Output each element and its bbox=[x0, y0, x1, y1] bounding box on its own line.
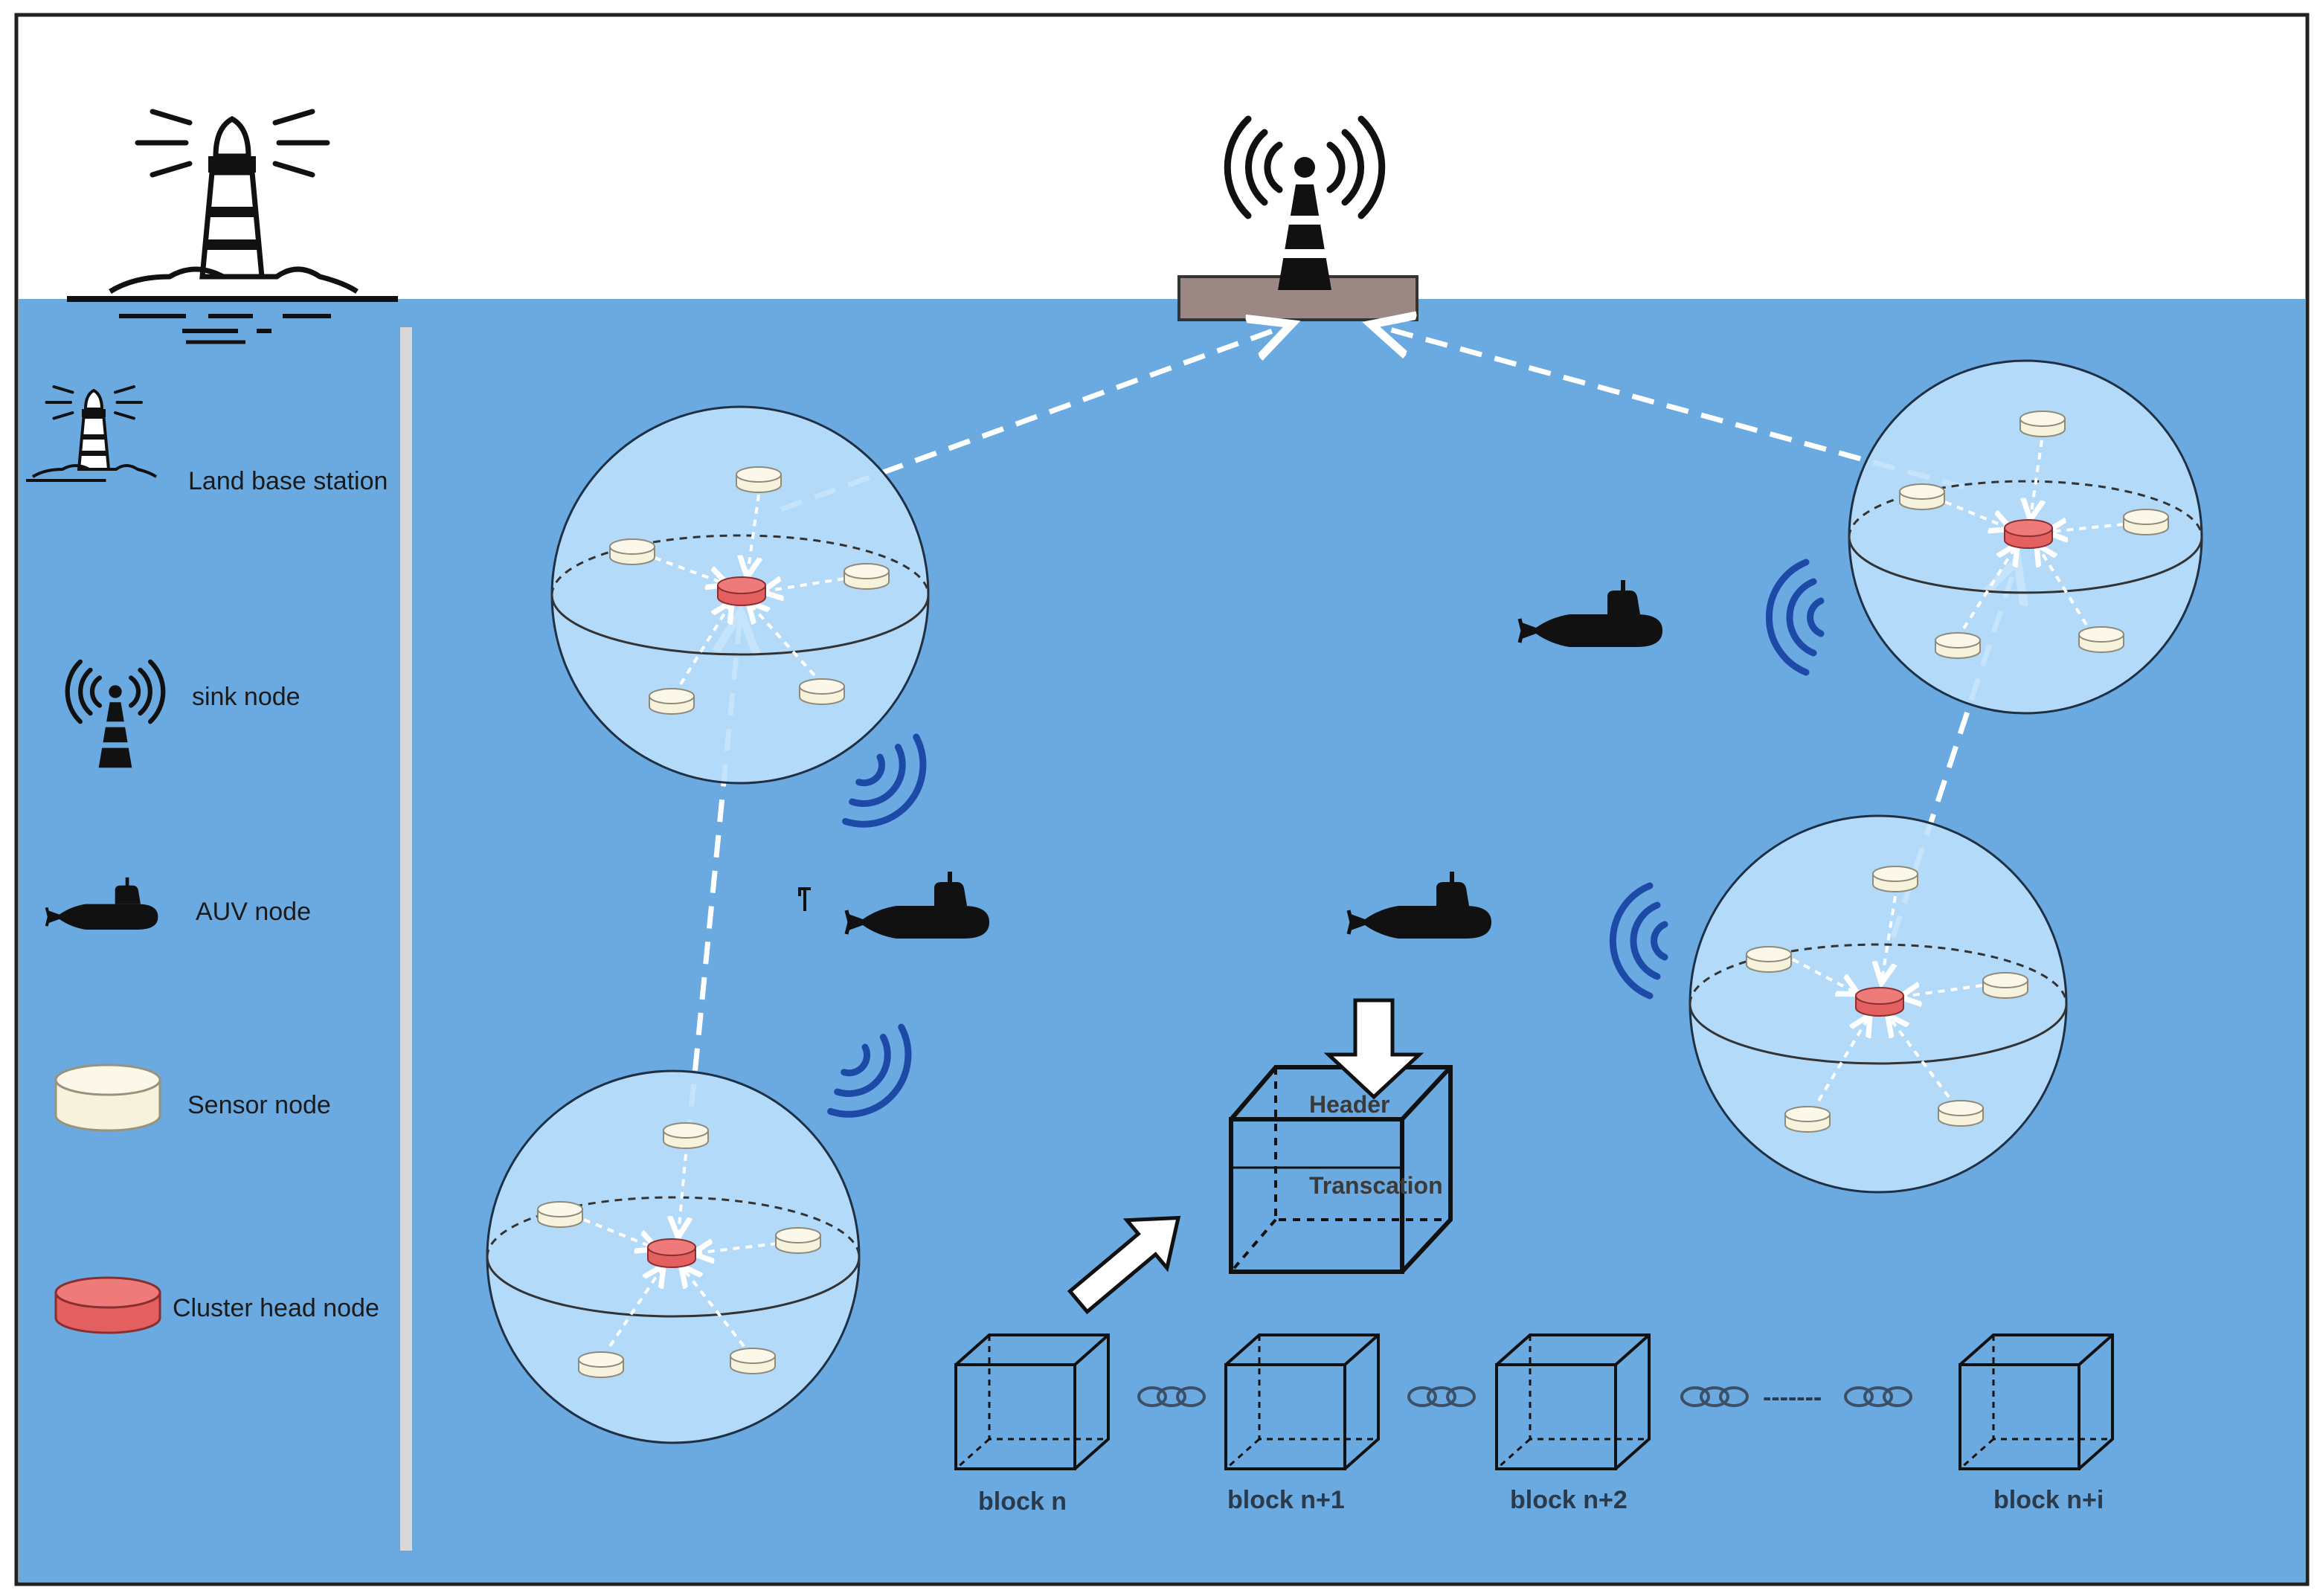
legend-divider bbox=[400, 327, 412, 1551]
cluster-sphere bbox=[1848, 359, 2203, 715]
cluster-sphere bbox=[486, 1069, 861, 1444]
sensor-node bbox=[1784, 1106, 1831, 1133]
legend-label-land-base-station: Land base station bbox=[188, 467, 388, 495]
block-label: block n bbox=[978, 1487, 1067, 1516]
sensor-node bbox=[649, 688, 695, 715]
legend-label-sensor-node: Sensor node bbox=[187, 1091, 331, 1119]
cluster-head-node bbox=[717, 576, 766, 606]
sensor-node bbox=[609, 538, 655, 565]
legend-cluster-head-icon bbox=[54, 1276, 161, 1334]
cluster-sphere bbox=[1688, 814, 2068, 1194]
block-transaction-label: Transcation bbox=[1309, 1172, 1443, 1199]
block-label: block n+i bbox=[1993, 1486, 2104, 1514]
sensor-node bbox=[775, 1227, 821, 1254]
sensor-node bbox=[1746, 946, 1792, 973]
sensor-node bbox=[2078, 626, 2124, 653]
down-arrow-icon bbox=[1323, 998, 1424, 1100]
legend-label-cluster-head-node: Cluster head node bbox=[173, 1294, 379, 1322]
legend-sensor-node-icon bbox=[54, 1064, 161, 1132]
sensor-node bbox=[2019, 411, 2066, 437]
sensor-node bbox=[578, 1351, 624, 1378]
cluster-head-node bbox=[1855, 987, 1904, 1017]
legend-lighthouse-icon bbox=[26, 385, 158, 482]
cluster-head-node bbox=[647, 1238, 696, 1268]
sensor-node bbox=[537, 1201, 583, 1228]
sensor-node bbox=[1938, 1100, 1984, 1127]
antenna-icon bbox=[1224, 115, 1386, 290]
sensor-node bbox=[736, 466, 782, 493]
block-label: block n+2 bbox=[1510, 1486, 1627, 1514]
sensor-node bbox=[1935, 632, 1981, 659]
block-header-label: Header bbox=[1309, 1091, 1390, 1118]
legend-label-auv-node: AUV node bbox=[196, 898, 311, 926]
sensor-node bbox=[844, 563, 890, 590]
blockchain: ------- block n block n+1 block n+2 bloc… bbox=[954, 1333, 2114, 1516]
legend-antenna-icon bbox=[65, 659, 166, 768]
block-detail-cube: Header Transcation bbox=[1229, 998, 1453, 1274]
uplink-right bbox=[1376, 326, 1964, 490]
up-arrow-icon bbox=[1067, 1215, 1181, 1315]
sensor-node bbox=[1982, 972, 2028, 999]
cluster-head-node bbox=[2004, 519, 2053, 549]
sensor-node bbox=[730, 1348, 776, 1374]
sensor-node bbox=[1899, 483, 1945, 510]
cluster-sphere bbox=[550, 405, 930, 785]
sensor-node bbox=[663, 1122, 709, 1149]
legend: Land base station sink node AUV node bbox=[26, 385, 388, 1334]
lighthouse-icon bbox=[67, 109, 398, 344]
sensor-node bbox=[2123, 509, 2169, 535]
auv-node bbox=[798, 872, 989, 939]
sensor-node bbox=[1872, 866, 1918, 892]
chain-ellipsis: ------- bbox=[1763, 1383, 1822, 1412]
block-label: block n+1 bbox=[1227, 1486, 1345, 1514]
legend-label-sink-node: sink node bbox=[192, 683, 301, 711]
sink-node bbox=[1177, 115, 1418, 321]
sensor-node bbox=[799, 678, 845, 705]
